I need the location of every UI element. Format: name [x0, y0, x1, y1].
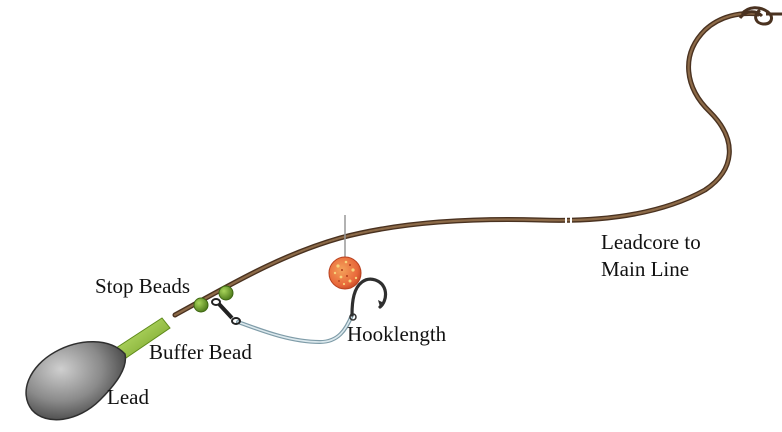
stop-beads-label: Stop Beads	[95, 274, 191, 298]
leadcore-line-highlight	[173, 12, 760, 317]
buffer-bead-label: Buffer Bead	[149, 340, 252, 364]
leadcore-splice-mark	[565, 214, 572, 226]
hooklength-line-highlight	[237, 314, 353, 343]
hook-icon	[350, 277, 388, 317]
hooklength-label: Hooklength	[347, 322, 447, 346]
leadcore-label-line1: Leadcore to	[601, 230, 701, 254]
stop-bead-1	[193, 297, 209, 313]
hook-eye	[349, 313, 357, 321]
swivel-icon	[211, 298, 241, 325]
boilie-speckles	[333, 260, 358, 286]
hook-barb	[378, 300, 384, 307]
leadcore-label: Leadcore to Main Line	[601, 229, 701, 283]
main-line-knot	[738, 6, 782, 26]
leadcore-label-line2: Main Line	[601, 257, 690, 281]
boilie-speckles-dark	[338, 264, 351, 282]
lead-weight	[25, 341, 127, 421]
stop-bead-2	[218, 285, 234, 301]
lead-label: Lead	[107, 385, 149, 409]
